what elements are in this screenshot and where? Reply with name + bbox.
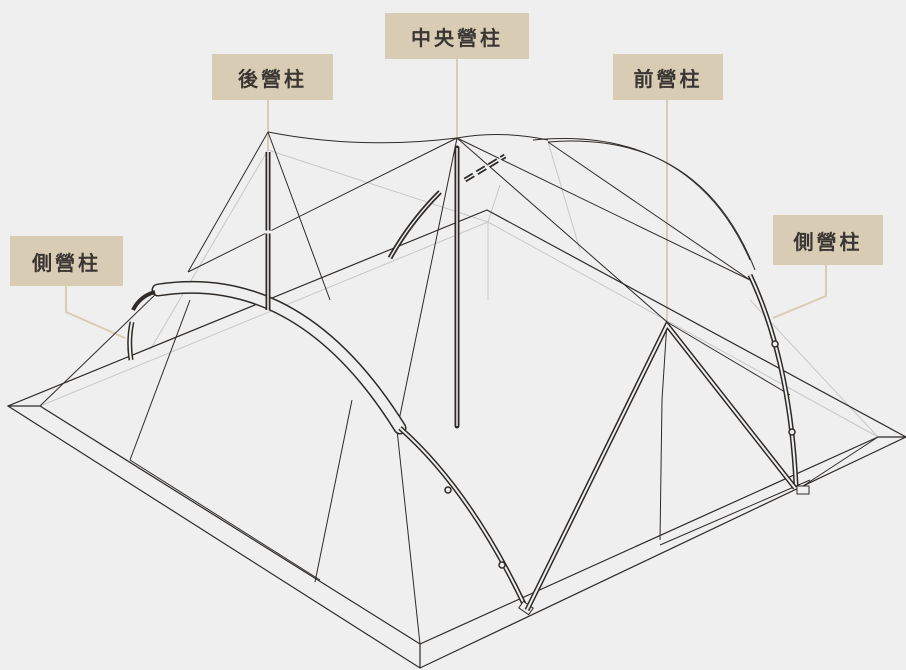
leader-side-right: [772, 265, 827, 319]
side-pole-left-arch: [127, 280, 534, 616]
rear-pole-label: 後營柱: [212, 54, 333, 100]
side-pole-left-label: 側營柱: [10, 236, 123, 286]
center-pole-label: 中央營柱: [385, 13, 529, 59]
center-pole: [387, 145, 507, 429]
leader-lines: [65, 59, 827, 339]
interior-lines: [39, 141, 879, 438]
front-pole: [524, 320, 797, 612]
leader-side-left: [65, 286, 126, 339]
side-pole-right: [747, 273, 810, 495]
front-pole-label: 前營柱: [613, 54, 723, 100]
side-pole-right-label: 側營柱: [773, 215, 883, 265]
rear-pole: [264, 152, 272, 310]
